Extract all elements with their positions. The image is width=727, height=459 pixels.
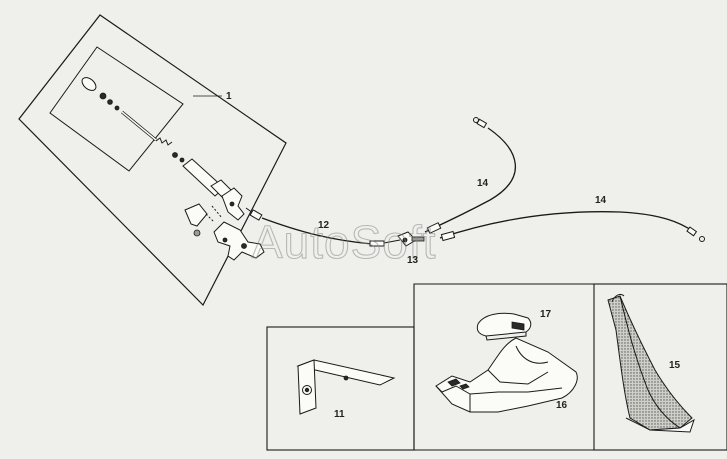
callout-17: 17 <box>540 309 552 320</box>
callout-11: 11 <box>334 409 345 420</box>
lever-rod-and-bracket <box>182 158 265 261</box>
lever-boot <box>607 293 695 433</box>
panel-15-frame <box>593 283 727 451</box>
lever-assembly-frame <box>18 14 287 307</box>
callout-13: 13 <box>407 255 419 266</box>
console-trim <box>435 337 578 413</box>
cable-equalizer <box>397 231 425 247</box>
front-cable <box>261 217 401 247</box>
callout-16: 16 <box>556 400 568 411</box>
callouts: 1 12 13 14 14 11 16 17 15 <box>193 91 681 420</box>
callout-12: 12 <box>318 220 330 231</box>
panel-16-17-frame <box>413 283 594 451</box>
callout-14-upper: 14 <box>477 178 489 189</box>
callout-1: 1 <box>226 91 232 102</box>
callout-14-lower: 14 <box>595 195 607 206</box>
panel-11-frame <box>266 326 415 451</box>
console-cover <box>476 312 532 341</box>
mounting-bracket <box>296 359 396 415</box>
watermark: AutoSoft <box>251 215 436 268</box>
rear-cable-upper <box>424 117 517 234</box>
rear-cable-lower <box>439 211 705 242</box>
svg-text:AutoSoft: AutoSoft <box>252 216 436 268</box>
callout-15: 15 <box>669 360 681 371</box>
lever-handle <box>81 77 185 163</box>
